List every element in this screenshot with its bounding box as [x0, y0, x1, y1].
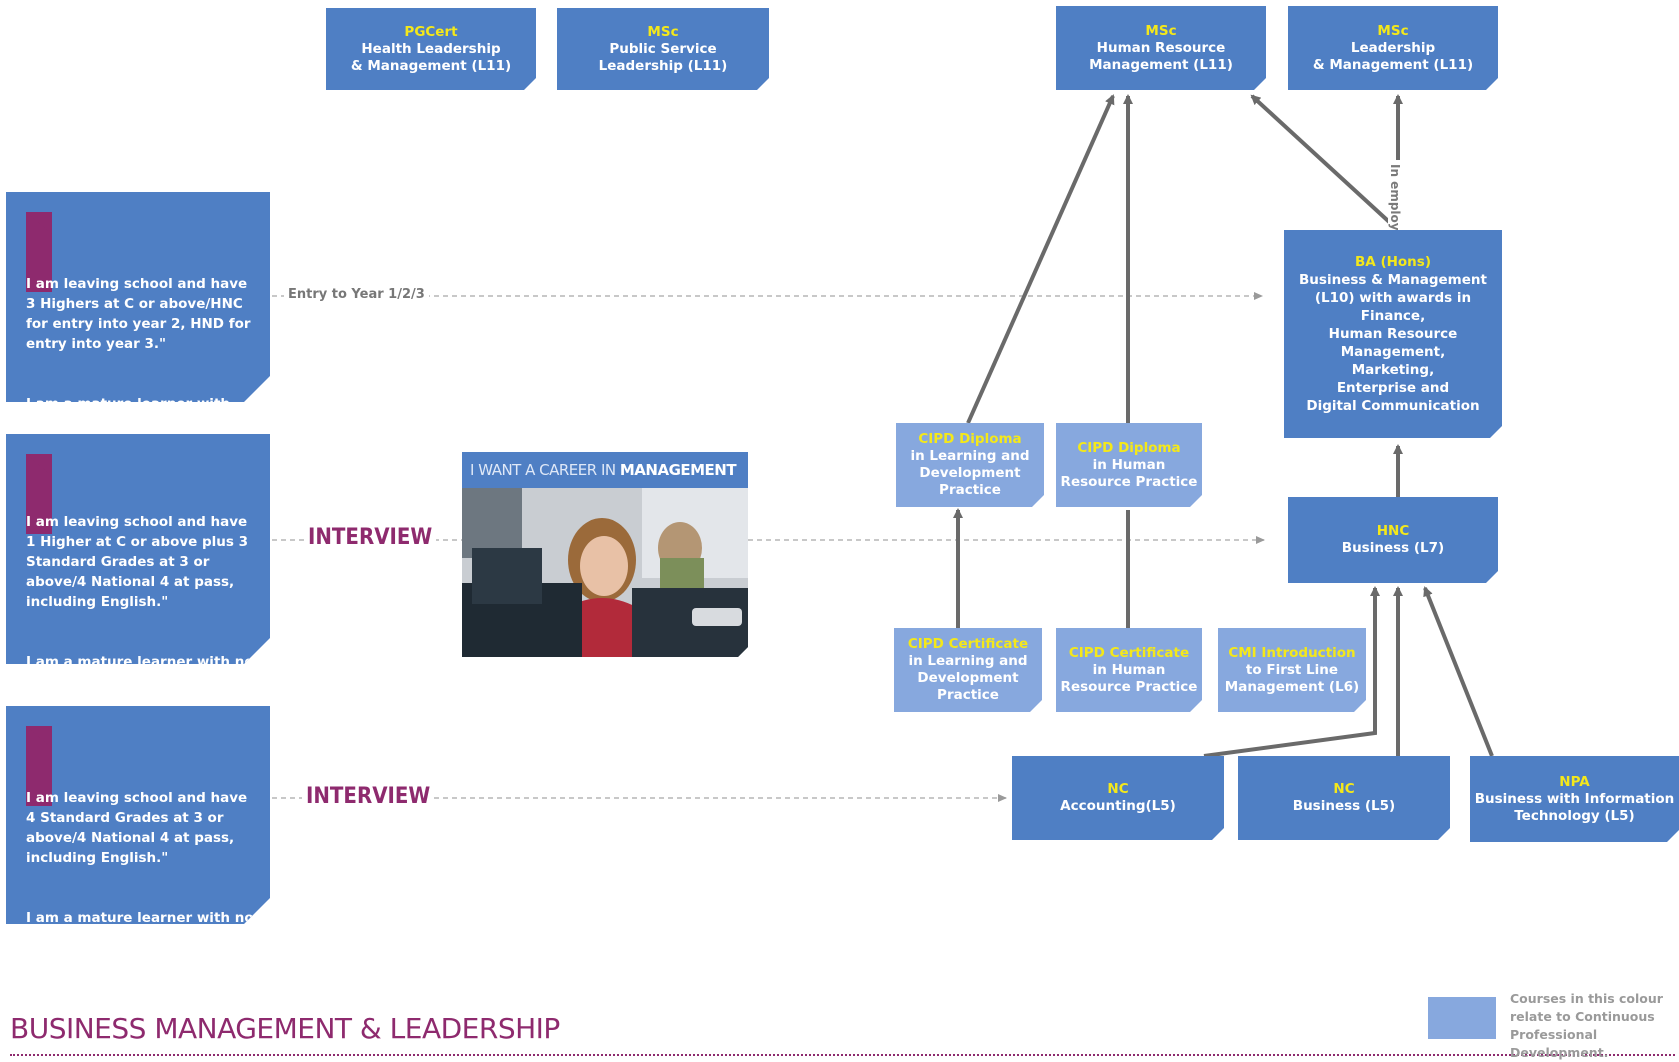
entry-year-label: Entry to Year 1/2/3	[284, 287, 429, 302]
box-body: in Human Resource Practice	[1060, 456, 1198, 490]
quote-text: I am leaving school and have 3 Highers a…	[26, 254, 258, 474]
box-body: in Learning and Development Practice	[910, 448, 1030, 498]
box-title: CMI Introduction	[1228, 644, 1356, 661]
quote-paragraph-1: I am leaving school and have 1 Higher at…	[26, 514, 249, 610]
box-body: to First Line Management (L6)	[1224, 661, 1360, 695]
box-body: Human Resource Management (L11)	[1089, 39, 1233, 73]
box-body: in Learning and Development Practice	[908, 653, 1028, 703]
hnc-business-box: HNC Business (L7)	[1288, 497, 1498, 583]
nc-business-box: NC Business (L5)	[1238, 756, 1450, 840]
arrow-ba-to-msc-hrm	[1250, 94, 1400, 232]
box-title: CIPD Diploma	[1077, 439, 1181, 456]
cmi-introduction-first-line-box: CMI Introduction to First Line Managemen…	[1218, 628, 1366, 712]
quote-mark-icon	[26, 726, 52, 806]
pgcert-health-leadership-box: PGCert Health Leadership & Management (L…	[326, 8, 536, 90]
cipd-diploma-learning-development-box: CIPD Diploma in Learning and Development…	[896, 423, 1044, 507]
box-body: Business (L7)	[1341, 540, 1445, 556]
ba-hons-business-management-box: BA (Hons) Business & Management (L10) wi…	[1284, 230, 1502, 438]
cipd-diploma-human-resource-box: CIPD Diploma in Human Resource Practice	[1056, 423, 1202, 507]
nc-accounting-box: NC Accounting(L5)	[1012, 756, 1224, 840]
box-body: Health Leadership & Management (L11)	[350, 40, 512, 74]
box-body: Public Service Leadership (L11)	[598, 40, 728, 74]
msc-public-service-leadership-box: MSc Public Service Leadership (L11)	[557, 8, 769, 90]
box-title: MSc	[1377, 22, 1409, 39]
box-title: CIPD Certificate	[907, 636, 1029, 652]
box-body: Accounting(L5)	[1060, 798, 1176, 814]
box-body: in Human Resource Practice	[1060, 661, 1198, 695]
box-title: PGCert	[404, 23, 458, 40]
box-title: CIPD Certificate	[1068, 644, 1190, 661]
box-title: MSc	[1145, 22, 1177, 39]
box-body: Leadership & Management (L11)	[1312, 39, 1474, 73]
msc-leadership-management-box: MSc Leadership & Management (L11)	[1288, 6, 1498, 90]
box-title: HNC	[1376, 523, 1410, 539]
box-body: Business (L5)	[1292, 798, 1396, 814]
msc-human-resource-management-box: MSc Human Resource Management (L11)	[1056, 6, 1266, 90]
box-title: MSc	[647, 23, 679, 40]
cipd-certificate-human-resource-box: CIPD Certificate in Human Resource Pract…	[1056, 628, 1202, 712]
box-title: NC	[1333, 781, 1355, 797]
quote-paragraph-1: I am leaving school and have 3 Highers a…	[26, 276, 251, 352]
cpd-legend-text: Courses in this colour relate to Continu…	[1510, 991, 1663, 1060]
arrow-npa-to-hnc	[1423, 586, 1494, 757]
box-body: Business with Information Technology (L5…	[1474, 790, 1675, 824]
photo-title-bold: MANAGEMENT	[619, 461, 737, 479]
box-title: NC	[1107, 781, 1129, 797]
photo-title-light: I WANT A CAREER IN	[470, 461, 620, 479]
box-body: Business & Management (L10) with awards …	[1299, 272, 1487, 414]
interview-label-1: INTERVIEW	[304, 525, 437, 550]
quote-box-standard-grades: I am leaving school and have 4 Standard …	[6, 706, 270, 924]
box-title: NPA	[1559, 773, 1590, 790]
box-title: CIPD Diploma	[918, 431, 1022, 447]
npa-business-it-box: NPA Business with Information Technology…	[1470, 756, 1679, 842]
quote-mark-icon	[26, 454, 52, 534]
cpd-legend-swatch	[1428, 997, 1496, 1039]
quote-box-highers: I am leaving school and have 3 Highers a…	[6, 192, 270, 402]
career-photo-panel: I WANT A CAREER IN MANAGEMENT	[462, 452, 748, 657]
cipd-certificate-learning-development-box: CIPD Certificate in Learning and Develop…	[894, 628, 1042, 712]
arrow-cipd-dip-ld-to-msc-hrm	[966, 94, 1115, 424]
photo-title: I WANT A CAREER IN MANAGEMENT	[462, 452, 748, 488]
student-at-computer-image	[462, 488, 748, 657]
footer-divider	[10, 1054, 1675, 1056]
interview-label-2: INTERVIEW	[302, 784, 435, 809]
arrow-nc-acc-to-hnc	[1203, 586, 1380, 758]
box-title: BA (Hons)	[1355, 254, 1431, 270]
page-title: BUSINESS MANAGEMENT & LEADERSHIP	[10, 1012, 560, 1045]
quote-mark-icon	[26, 212, 52, 292]
quote-paragraph-1: I am leaving school and have 4 Standard …	[26, 790, 248, 866]
quote-box-one-higher: I am leaving school and have 1 Higher at…	[6, 434, 270, 664]
